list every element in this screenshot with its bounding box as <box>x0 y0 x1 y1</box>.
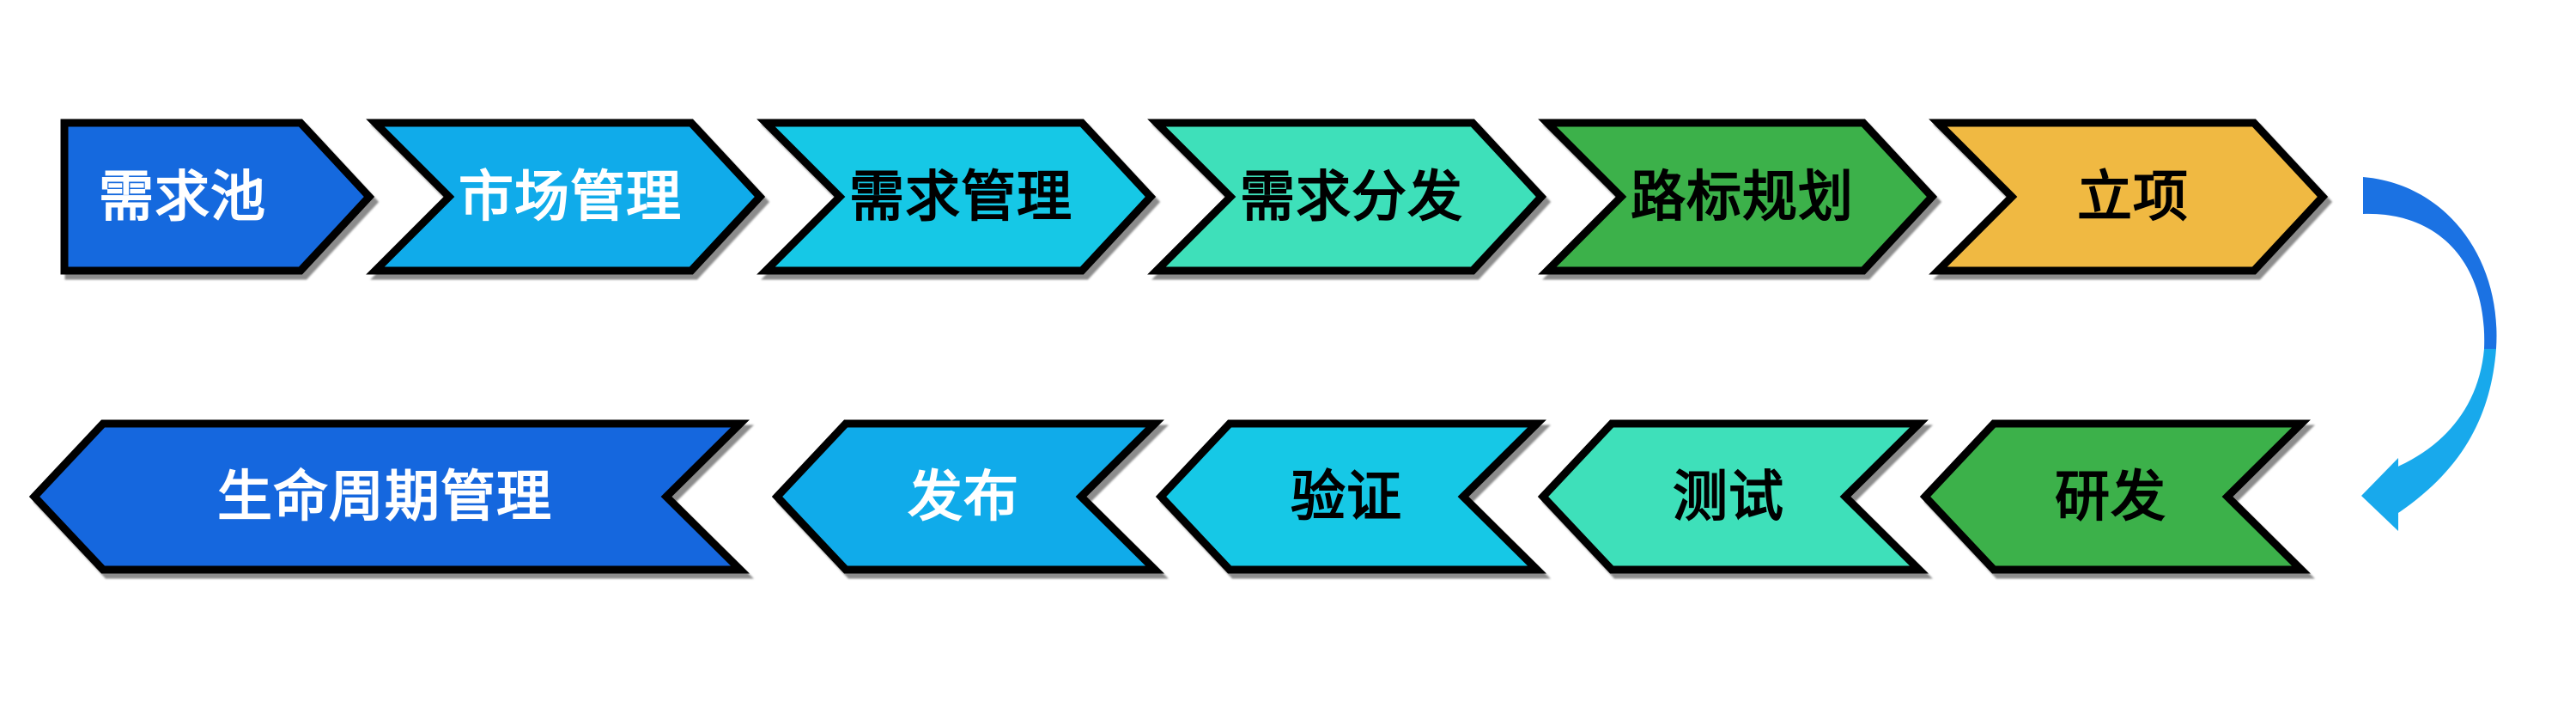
loop-arrow <box>2361 177 2497 531</box>
loop-arrow-head-icon <box>2361 458 2398 531</box>
chevron-development <box>1919 419 2311 574</box>
chevron-release <box>771 419 1164 574</box>
chevron-requirement-distribution <box>1147 119 1547 275</box>
chevron-label-development: 研发 <box>2055 466 2166 528</box>
chevron-lifecycle-management <box>28 419 750 574</box>
bottom-row: 生命周期管理 发布 验证 测试 研发 <box>28 419 2311 574</box>
chevron-label-requirement-management: 需求管理 <box>849 166 1072 228</box>
chevron-label-requirement-distribution: 需求分发 <box>1240 166 1463 228</box>
chevron-label-lifecycle-management: 生命周期管理 <box>217 466 552 528</box>
chevron-requirement-management <box>756 119 1157 275</box>
chevron-roadmap-planning <box>1538 119 1938 275</box>
chevron-label-roadmap-planning: 路标规划 <box>1631 166 1854 228</box>
top-row: 需求池 市场管理 需求管理 需求分发 路标规划 立项 <box>60 119 2329 275</box>
chevron-label-testing: 测试 <box>1673 466 1784 528</box>
chevron-label-demand-pool: 需求池 <box>99 166 266 228</box>
chevron-label-verification: 验证 <box>1291 466 1402 528</box>
loop-arrow-lower-curve <box>2394 349 2496 513</box>
chevron-demand-pool <box>60 119 375 275</box>
chevron-project-initiation <box>1929 119 2329 275</box>
chevron-testing <box>1537 419 1929 574</box>
chevron-label-release: 发布 <box>908 466 1019 528</box>
chevron-label-project-initiation: 立项 <box>2077 166 2189 228</box>
chevron-verification <box>1155 419 1546 574</box>
chevron-label-market-management: 市场管理 <box>459 166 682 228</box>
loop-arrow-upper-curve <box>2363 177 2497 349</box>
chevron-market-management <box>366 119 766 275</box>
